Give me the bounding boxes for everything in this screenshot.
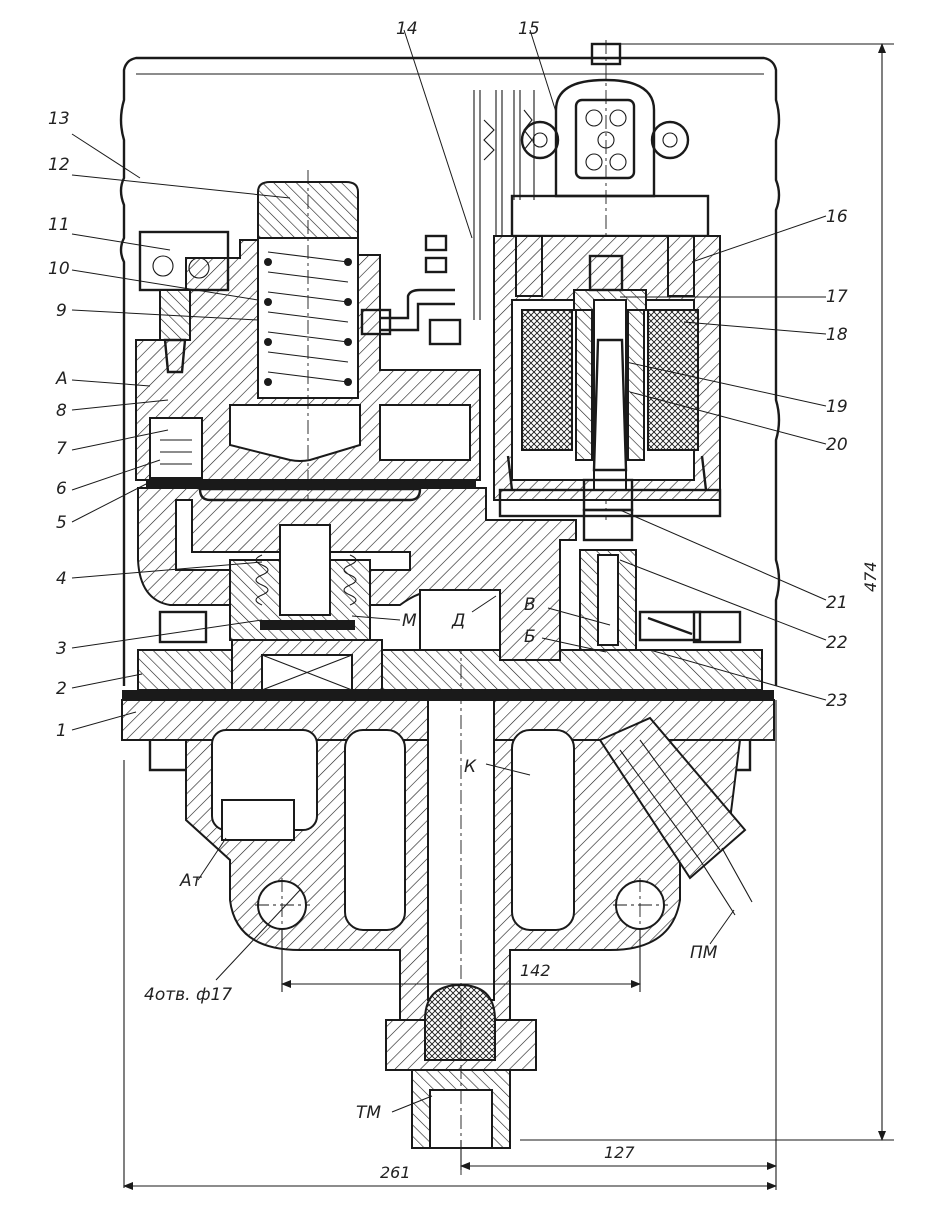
cover-casing	[119, 56, 781, 686]
zone-label-B: Б	[524, 627, 536, 647]
part-label-A: А	[55, 369, 68, 389]
part-label-14: 14	[396, 19, 418, 39]
dimension-hole-spacing: 142	[520, 961, 551, 980]
part-label-5: 5	[56, 513, 67, 533]
zone-label-M: М	[402, 611, 417, 631]
part-label-1: 1	[56, 721, 67, 741]
electromagnet	[493, 194, 722, 542]
part-label-18: 18	[826, 325, 848, 345]
lower-housing	[185, 640, 753, 1175]
part-number-labels: 13 12 11 10 9 А 8 7 6 5 4 3 2 1 14 15 16…	[48, 19, 848, 1123]
zone-label-K: К	[464, 757, 477, 777]
zone-label-D: Д	[451, 611, 465, 631]
part-label-10: 10	[48, 259, 70, 279]
diaphragm	[146, 480, 476, 502]
port-label-At: Ат	[179, 871, 203, 891]
part-label-13: 13	[48, 109, 70, 129]
part-label-11: 11	[48, 215, 70, 235]
part-label-16: 16	[826, 207, 848, 227]
dimension-total-height: 474	[861, 561, 880, 592]
part-label-21: 21	[826, 593, 848, 613]
part-label-23: 23	[826, 691, 848, 711]
part-label-3: 3	[56, 639, 67, 659]
part-label-17: 17	[826, 287, 848, 307]
part-label-15: 15	[518, 19, 540, 39]
dimension-values: 261 127 142 474	[380, 561, 880, 1182]
holes-note: 4отв. ф17	[144, 985, 232, 1005]
port-label-PM: ПМ	[690, 943, 718, 963]
part-label-9: 9	[56, 301, 67, 321]
dimension-half-width: 127	[604, 1143, 635, 1162]
part-label-6: 6	[56, 479, 67, 499]
part-label-20: 20	[826, 435, 848, 455]
part-label-2: 2	[56, 679, 67, 699]
part-label-12: 12	[48, 155, 70, 175]
part-label-7: 7	[56, 439, 67, 459]
part-label-4: 4	[56, 569, 67, 589]
left-valve-block	[135, 170, 481, 500]
middle-body	[137, 487, 742, 691]
part-label-8: 8	[56, 401, 67, 421]
zone-label-V: В	[524, 595, 536, 615]
dimension-lines	[123, 43, 894, 1190]
part-label-19: 19	[826, 397, 848, 417]
port-label-TM: ТМ	[356, 1103, 381, 1123]
leader-lines	[71, 29, 827, 1113]
part-label-22: 22	[826, 633, 848, 653]
dimension-total-width: 261	[380, 1163, 411, 1182]
